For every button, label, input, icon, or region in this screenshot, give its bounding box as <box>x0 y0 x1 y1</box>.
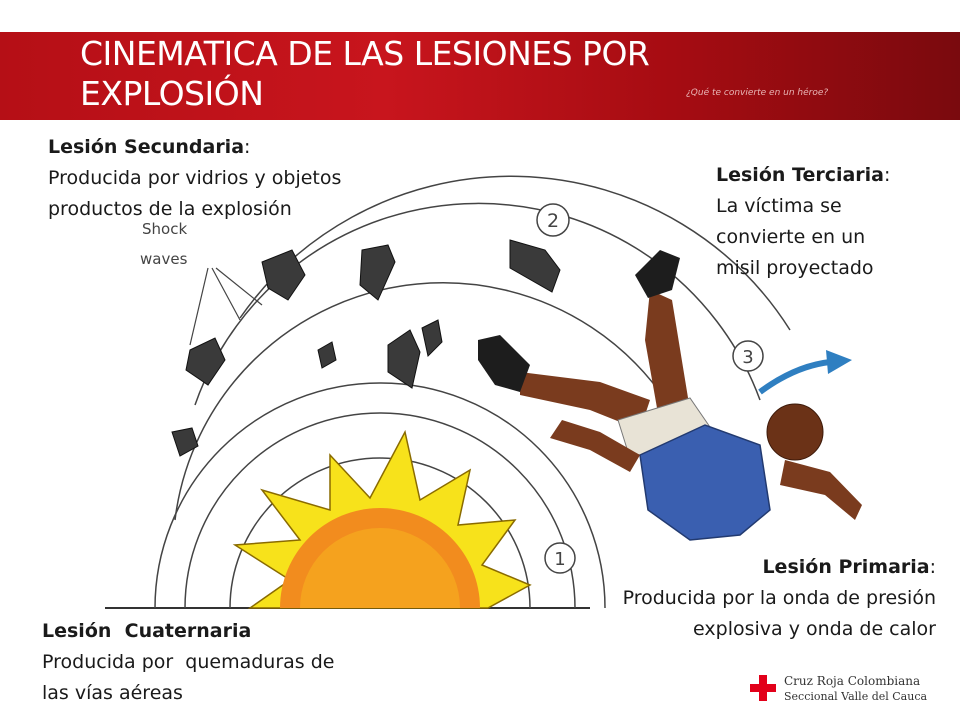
banner-slogan: ¿Qué te convierte en un héroe? <box>686 88 829 98</box>
primary-injury-line2: explosiva y onda de calor <box>693 618 936 640</box>
shock-label: Shock <box>142 220 187 238</box>
logo-section: Seccional Valle del Cauca <box>784 690 928 703</box>
victim-figure <box>478 250 862 541</box>
tertiary-injury-text: Lesión Terciaria: La víctima se conviert… <box>716 160 890 284</box>
secondary-injury-line1: Producida por vidrios y objetos <box>48 167 342 189</box>
slide-title: CINEMATICA DE LAS LESIONES POR EXPLOSIÓN <box>80 34 650 114</box>
slide-title-line2: EXPLOSIÓN <box>80 74 264 113</box>
tertiary-injury-heading: Lesión Terciaria <box>716 164 885 186</box>
shock-label-pointers <box>189 267 263 346</box>
tertiary-injury-line1: La víctima se <box>716 195 842 217</box>
red-cross-logo: Cruz Roja Colombiana Seccional Valle del… <box>750 672 940 712</box>
quaternary-injury-text: Lesión Cuaternaria Producida por quemadu… <box>42 616 334 709</box>
svg-text:3: 3 <box>742 347 753 368</box>
logo-name: Cruz Roja Colombiana <box>784 674 921 688</box>
svg-text:1: 1 <box>554 549 565 570</box>
debris-fragments <box>171 239 561 457</box>
primary-injury-line1: Producida por la onda de presión <box>622 587 936 609</box>
quaternary-injury-heading: Lesión Cuaternaria <box>42 620 252 642</box>
tertiary-injury-line3: misil proyectado <box>716 257 874 279</box>
shock-wave-arcs <box>154 175 791 609</box>
secondary-injury-text: Lesión Secundaria: Producida por vidrios… <box>48 132 341 225</box>
primary-injury-heading: Lesión Primaria <box>762 556 930 578</box>
red-cross-icon <box>750 675 776 701</box>
trajectory-arrow <box>758 350 852 395</box>
primary-injury-text: Lesión Primaria: Producida por la onda d… <box>623 552 936 645</box>
marker-2-icon: 2 <box>536 203 570 237</box>
secondary-injury-line2: productos de la explosión <box>48 198 292 220</box>
marker-1-icon: 1 <box>544 542 576 574</box>
quaternary-injury-line2: las vías aéreas <box>42 682 183 704</box>
quaternary-injury-line1: Producida por quemaduras de <box>42 651 335 673</box>
waves-label: waves <box>140 250 188 268</box>
title-banner: CINEMATICA DE LAS LESIONES POR EXPLOSIÓN… <box>0 32 960 120</box>
tertiary-injury-line2: convierte en un <box>716 226 866 248</box>
explosion-icon <box>232 429 532 609</box>
secondary-injury-heading: Lesión Secundaria <box>48 136 245 158</box>
svg-text:2: 2 <box>547 210 559 232</box>
marker-3-icon: 3 <box>732 340 764 372</box>
slide-title-line1: CINEMATICA DE LAS LESIONES POR <box>80 34 650 73</box>
